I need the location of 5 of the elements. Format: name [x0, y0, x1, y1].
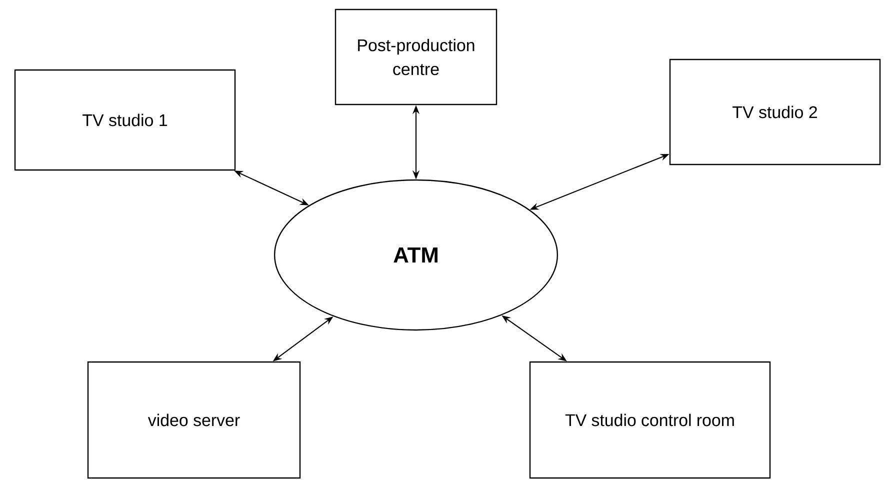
box: TV studio control room — [529, 361, 771, 479]
box: TV studio 1 — [14, 69, 236, 171]
box: TV studio 2 — [669, 58, 881, 166]
box: Post-production centre — [334, 8, 498, 106]
box: video server — [87, 361, 301, 479]
